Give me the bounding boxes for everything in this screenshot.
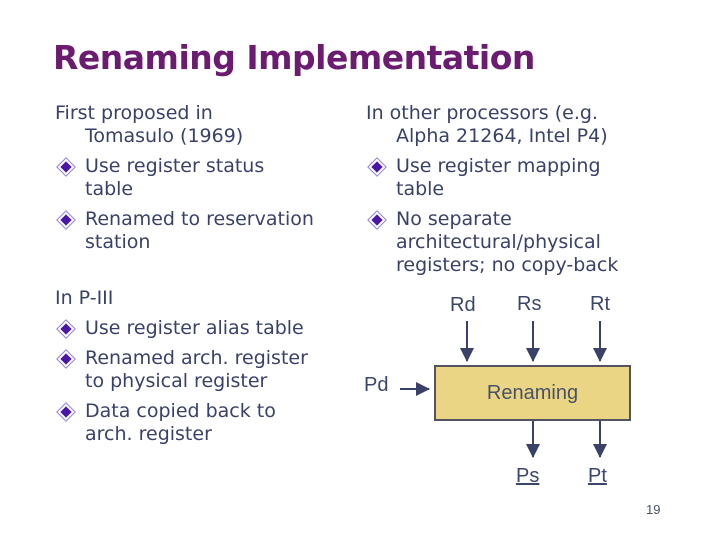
text: Tomasulo (1969)	[85, 125, 244, 147]
bullet-item: Use register alias table	[55, 317, 308, 340]
text: architectural/physical	[396, 231, 601, 253]
renaming-box-label: Renaming	[486, 381, 579, 404]
heading-item: In other processors (e.g.Alpha 21264, In…	[366, 102, 618, 148]
diamond-bullet-core	[60, 214, 72, 226]
text-line: Data copied back to	[55, 400, 308, 423]
text: to physical register	[85, 370, 268, 392]
text: arch. register	[85, 423, 212, 445]
text-line: registers; no copy-back	[366, 254, 618, 277]
text-line: to physical register	[55, 370, 308, 393]
text-line: architectural/physical	[366, 231, 618, 254]
text-line: Use register mapping	[366, 155, 618, 178]
label-ps: Ps	[516, 465, 540, 487]
diamond-bullet-core	[371, 214, 383, 226]
text-line: Renamed arch. register	[55, 347, 308, 370]
text: Use register mapping	[396, 155, 601, 177]
text-line: In P-III	[55, 287, 308, 310]
text: Alpha 21264, Intel P4)	[396, 125, 608, 147]
text: table	[85, 178, 134, 200]
heading-item: In P-III	[55, 287, 308, 310]
diamond-bullet-core	[60, 161, 72, 173]
text-line: No separate	[366, 208, 618, 231]
text-line: table	[55, 178, 314, 201]
diamond-bullet-icon	[367, 210, 387, 230]
diamond-bullet-core	[371, 161, 383, 173]
label-pt: Pt	[588, 465, 607, 487]
text: Use register alias table	[85, 317, 304, 339]
diamond-bullet-core	[60, 323, 72, 335]
diamond-bullet-icon	[56, 210, 76, 230]
text-line: arch. register	[55, 423, 308, 446]
text: In P-III	[55, 287, 114, 309]
text-line: Tomasulo (1969)	[55, 125, 314, 148]
slide-title: Renaming Implementation	[53, 38, 535, 77]
label-rd: Rd	[450, 294, 476, 316]
text-line: Use register alias table	[55, 317, 308, 340]
label-rt: Rt	[590, 293, 610, 315]
text-line: table	[366, 178, 618, 201]
text: Renamed to reservation	[85, 208, 314, 230]
text-line: Renamed to reservation	[55, 208, 314, 231]
text: Use register status	[85, 155, 265, 177]
text-line: Use register status	[55, 155, 314, 178]
label-rs: Rs	[517, 293, 542, 315]
text: table	[396, 178, 445, 200]
label-pd: Pd	[364, 374, 389, 396]
diamond-bullet-icon	[56, 402, 76, 422]
text: Data copied back to	[85, 400, 276, 422]
text: In other processors (e.g.	[366, 102, 598, 124]
text: registers; no copy-back	[396, 254, 619, 276]
diamond-bullet-icon	[367, 157, 387, 177]
text-block-other-processors: In other processors (e.g.Alpha 21264, In…	[366, 102, 618, 277]
page-number: 19	[646, 502, 661, 517]
text-line: station	[55, 231, 314, 254]
text-line: First proposed in	[55, 102, 314, 125]
diamond-bullet-icon	[56, 349, 76, 369]
diamond-bullet-core	[60, 353, 72, 365]
diamond-bullet-core	[60, 406, 72, 418]
text: Renamed arch. register	[85, 347, 308, 369]
text: First proposed in	[55, 102, 213, 124]
text-line: In other processors (e.g.	[366, 102, 618, 125]
renaming-box: Renaming	[434, 365, 631, 421]
text-line: Alpha 21264, Intel P4)	[366, 125, 618, 148]
diamond-bullet-icon	[56, 319, 76, 339]
text: No separate	[396, 208, 512, 230]
text: station	[85, 231, 151, 253]
diamond-bullet-icon	[56, 157, 76, 177]
